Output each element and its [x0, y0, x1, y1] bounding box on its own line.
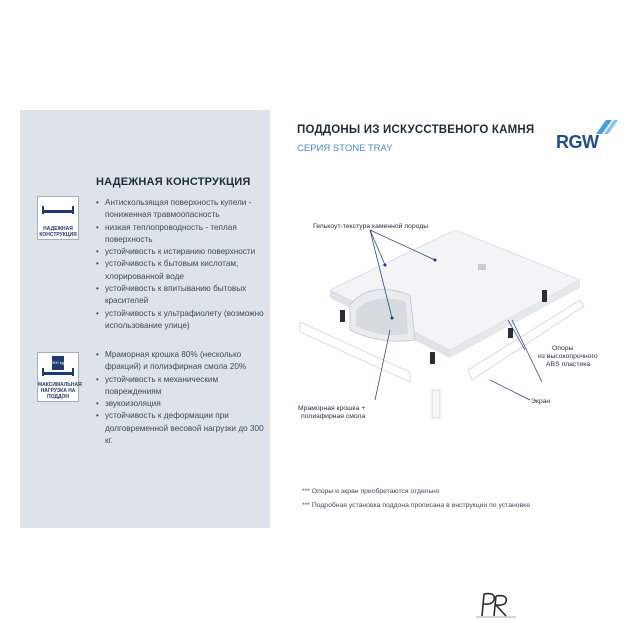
screen-label: Экран	[531, 398, 551, 405]
series-subtitle: СЕРИЯ STONE TRAY	[297, 143, 393, 154]
logo-text: RGW	[556, 132, 599, 152]
max-load-badge: 300 kg МАКСИМАЛЬНАЯ НАГРУЗКА НА ПОДДОН	[37, 352, 82, 402]
list-item: устойчивость к впитыванию бытовых красит…	[96, 283, 268, 308]
features-title: НАДЕЖНАЯ КОНСТРУКЦИЯ	[96, 176, 251, 188]
supports-label: Опоры из высокопрочного ABS пластика	[538, 345, 598, 369]
supports-label-line: ABS пластика	[546, 361, 591, 368]
logo-mark-icon	[596, 120, 618, 134]
list-item: Антискользящая поверхность купели - пони…	[96, 197, 268, 222]
note-supports: *** Опоры и экран приобретаются отдельно	[302, 488, 440, 495]
list-item: устойчивость к бытовым кислотам, хлориро…	[96, 258, 268, 283]
reliable-construction-badge: НАДЕЖНАЯ КОНСТРУКЦИЯ	[37, 196, 79, 240]
weight-icon: 300 kg	[42, 356, 74, 376]
rgw-logo: RGW	[556, 118, 620, 154]
shower-tray-illustration	[299, 229, 585, 419]
marble-label-line: Мраморная крошка +	[298, 405, 366, 412]
list-item: звукоизоляция	[96, 398, 268, 411]
construction-bar-icon	[42, 210, 74, 213]
list-item: Мраморная крошка 80% (несколько фракций)…	[96, 349, 268, 374]
list-item: устойчивость к деформации при долговреме…	[96, 410, 268, 447]
note-installation: *** Подробная установка поддона прописан…	[302, 502, 530, 509]
supports-label-line: Опоры	[552, 345, 574, 352]
list-item: устойчивость к истиранию поверхности	[96, 246, 268, 259]
badge-label: НАДЕЖНАЯ КОНСТРУКЦИЯ	[38, 225, 78, 239]
weight-value: 300 kg	[52, 360, 64, 365]
pr-monogram-logo	[476, 592, 516, 618]
marble-label: Мраморная крошка + полиэфирная смола	[298, 405, 365, 421]
list-item: устойчивость к механическим повреждениям	[96, 374, 268, 399]
feature-list-material: Мраморная крошка 80% (несколько фракций)…	[96, 349, 268, 447]
marble-label-line: полиэфирная смола	[301, 413, 366, 420]
badge-label: МАКСИМАЛЬНАЯ НАГРУЗКА НА ПОДДОН	[38, 381, 82, 401]
gelcoat-label: Гелькоут-текстура каменной породы	[313, 223, 429, 230]
page-title: ПОДДОНЫ ИЗ ИСКУССТВЕНОГО КАМНЯ	[297, 124, 535, 136]
feature-list-surface: Антискользящая поверхность купели - пони…	[96, 197, 268, 332]
list-item: устойчивость к ультрафиолету (возможно и…	[96, 308, 268, 333]
supports-label-line: из высокопрочного	[538, 353, 598, 360]
list-item: низкая теплопроводность - теплая поверхн…	[96, 222, 268, 247]
